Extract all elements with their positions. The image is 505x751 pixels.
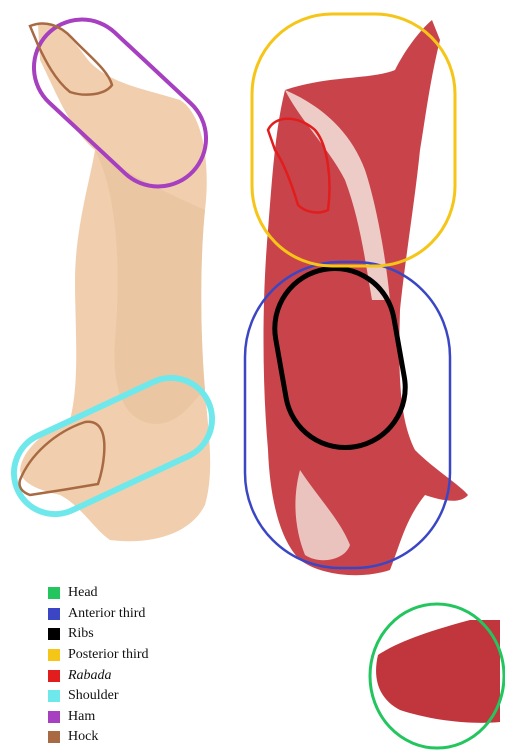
- legend-swatch: [48, 608, 60, 620]
- legend-item: Hock: [48, 727, 248, 748]
- legend-label: Ham: [68, 710, 95, 724]
- head-cut-image: [376, 620, 500, 723]
- legend-item: Anterior third: [48, 604, 248, 625]
- legend-item: Ham: [48, 707, 248, 728]
- legend-swatch: [48, 670, 60, 682]
- legend-swatch: [48, 690, 60, 702]
- legend-swatch: [48, 587, 60, 599]
- legend-label: Rabada: [68, 669, 112, 683]
- legend-label: Ribs: [68, 627, 94, 641]
- legend-item: Posterior third: [48, 645, 248, 666]
- legend-swatch: [48, 711, 60, 723]
- legend-item: Head: [48, 583, 248, 604]
- legend-swatch: [48, 649, 60, 661]
- legend-label: Anterior third: [68, 607, 145, 621]
- legend-swatch: [48, 731, 60, 743]
- legend-label: Head: [68, 586, 98, 600]
- legend-label: Posterior third: [68, 648, 149, 662]
- legend-label: Shoulder: [68, 689, 119, 703]
- legend-label: Hock: [68, 730, 98, 744]
- legend-item: Ribs: [48, 624, 248, 645]
- legend-item: Shoulder: [48, 686, 248, 707]
- legend-swatch: [48, 628, 60, 640]
- legend-item: Rabada: [48, 665, 248, 686]
